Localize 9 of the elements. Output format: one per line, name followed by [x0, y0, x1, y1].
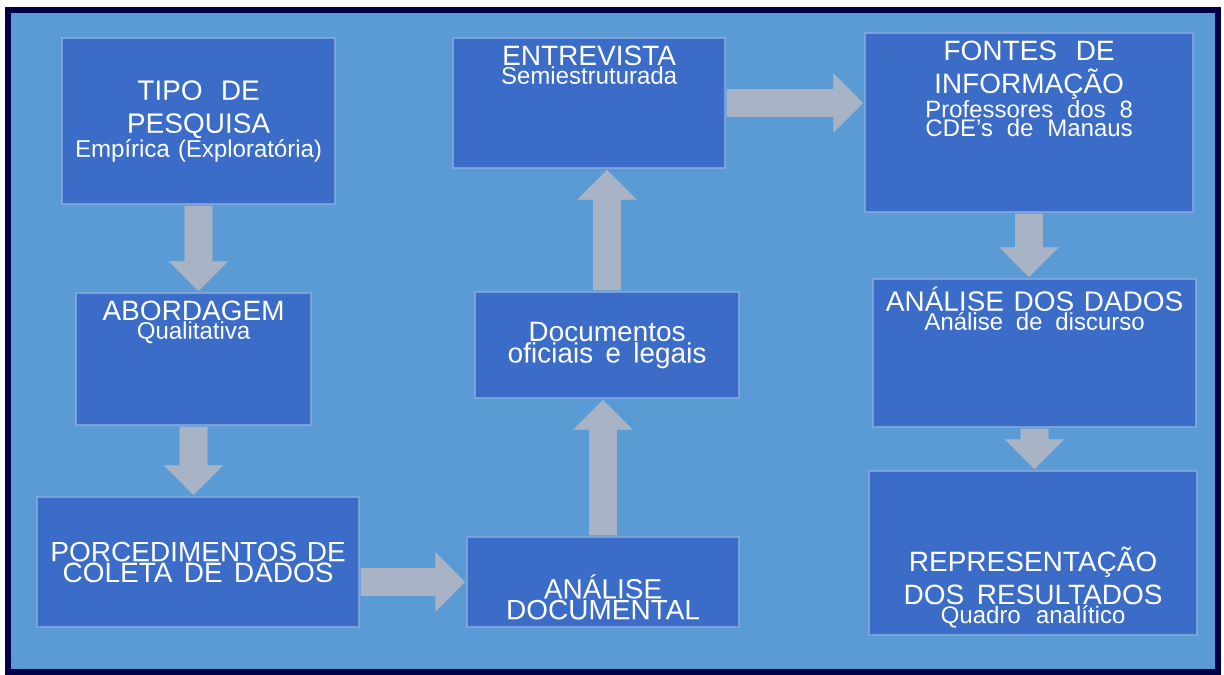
- process-box: PORCEDIMENTOS DE COLETA DE DADOS: [36, 496, 360, 628]
- process-box: ANÁLISE DOS DADOS Análise de discurso: [872, 278, 1197, 428]
- process-box: Documentos oficiais e legais: [474, 291, 740, 399]
- process-box: FONTES DE INFORMAÇÃO Professores dos 8 CDE’s de Manaus: [864, 32, 1194, 213]
- process-box: ABORDAGEM Qualitativa: [75, 292, 312, 426]
- process-box: REPRESENTAÇÃO DOS RESULTADOS Quadro analítico: [868, 470, 1198, 636]
- process-box: ENTREVISTA Semiestruturada: [452, 37, 726, 169]
- process-box: TIPO DE PESQUISA Empírica (Exploratória): [61, 37, 336, 205]
- process-box: ANÁLISE DOCUMENTAL: [466, 536, 740, 628]
